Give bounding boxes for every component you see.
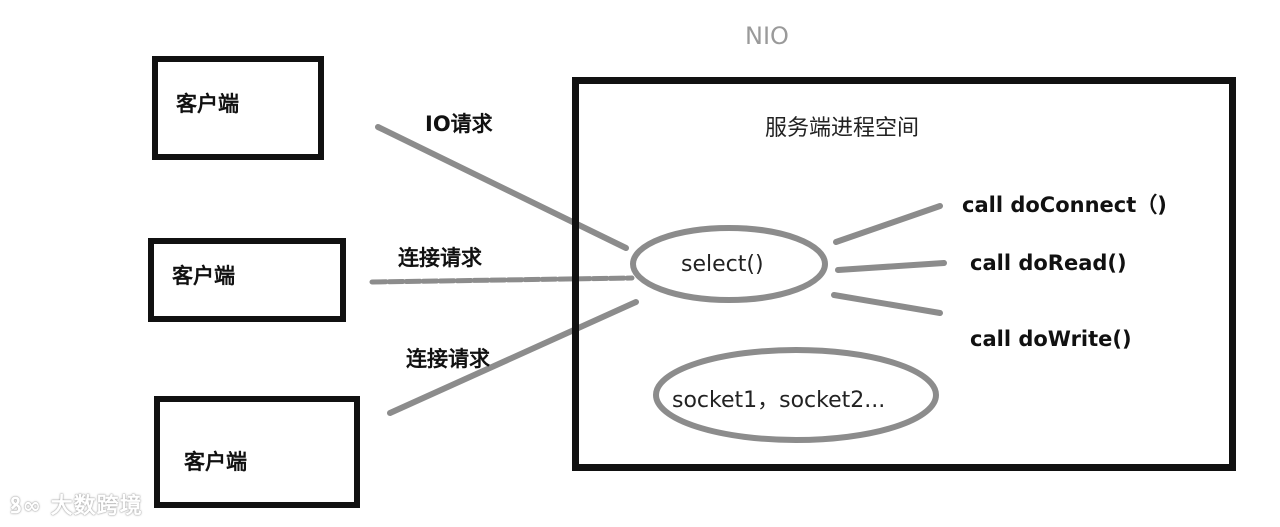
- client-box-1: 客户端: [152, 56, 324, 160]
- do-write-line: [831, 292, 943, 316]
- connect-request-line-2: [387, 299, 639, 416]
- client-label-1: 客户端: [176, 92, 239, 116]
- select-label: select(): [681, 252, 764, 277]
- call-do-connect-label: call doConnect（): [962, 193, 1167, 217]
- client-label-2: 客户端: [172, 264, 235, 288]
- server-process-label: 服务端进程空间: [765, 116, 920, 141]
- call-do-write-label: call doWrite(): [970, 327, 1132, 351]
- client-box-2: 客户端: [148, 238, 346, 322]
- client-label-3: 客户端: [184, 450, 247, 474]
- call-do-read-label: call doRead(): [970, 251, 1127, 275]
- edge-label-io-request: IO请求: [425, 112, 493, 136]
- client-box-3: 客户端: [154, 396, 360, 508]
- server-process-box: [572, 77, 1236, 471]
- edge-label-connect-request-2: 连接请求: [406, 347, 490, 371]
- watermark-text: 大数跨境: [50, 494, 143, 519]
- sockets-label: socket1，socket2...: [672, 388, 886, 413]
- connect-request-line-1: [369, 275, 635, 285]
- diagram-title: NIO: [745, 22, 789, 50]
- watermark-logo: ꝸ∞ 大数跨境: [10, 488, 143, 520]
- select-ellipse: [630, 225, 828, 303]
- do-connect-line: [833, 203, 943, 245]
- watermark-icon: ꝸ∞: [10, 494, 42, 519]
- io-request-line: [375, 124, 629, 251]
- edge-label-connect-request-1: 连接请求: [398, 246, 482, 270]
- sockets-ellipse: [653, 347, 939, 443]
- do-read-line: [835, 260, 947, 273]
